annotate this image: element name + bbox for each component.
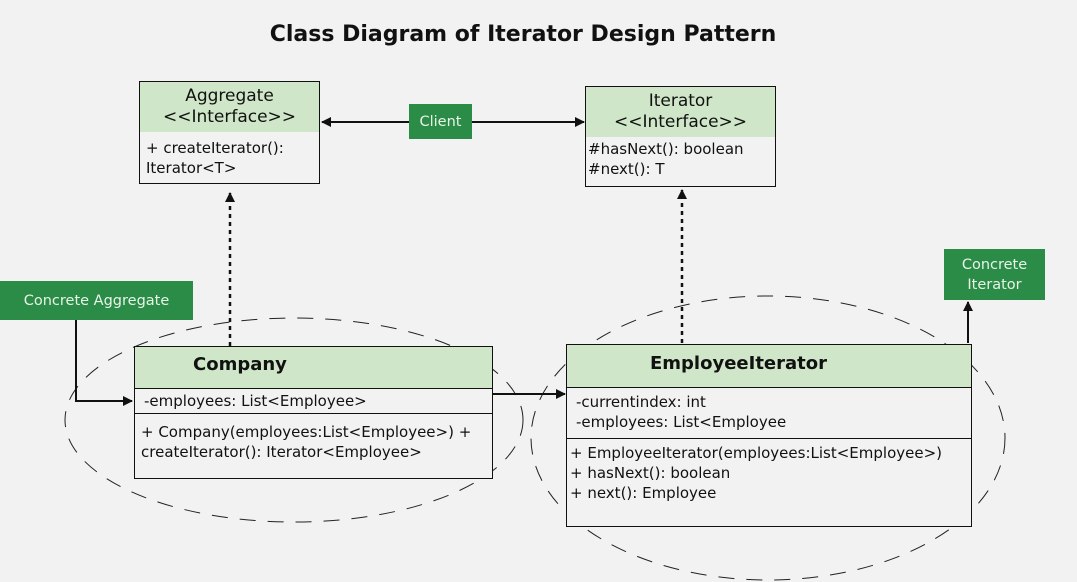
employeeiterator-method: + next(): Employee bbox=[570, 484, 717, 502]
concrete-aggregate-pointer bbox=[75, 320, 133, 406]
company-name: Company bbox=[193, 354, 287, 375]
aggregate-name: Aggregate bbox=[185, 86, 274, 106]
employeeiterator-attribute: -currentindex: int bbox=[576, 393, 706, 411]
company-method: + Company(employees:List<Employee>) + bbox=[141, 423, 472, 441]
employeeiterator-attribute: -employees: List<Employee bbox=[576, 413, 787, 431]
employeeiterator-method: + EmployeeIterator(employees:List<Employ… bbox=[570, 444, 943, 462]
iterator-header: Iterator <<Interface>> bbox=[586, 87, 775, 137]
company-group-ellipse bbox=[64, 317, 524, 523]
diagram-title: Class Diagram of Iterator Design Pattern bbox=[269, 22, 777, 47]
employeeiterator-class: EmployeeIterator -currentindex: int -emp… bbox=[566, 344, 972, 527]
company-header: Company bbox=[135, 347, 492, 389]
iterator-method: #next(): T bbox=[588, 160, 665, 178]
iterator-stereotype: <<Interface>> bbox=[613, 112, 748, 132]
aggregate-method: Iterator<T> bbox=[146, 159, 237, 177]
employeeiterator-method: + hasNext(): boolean bbox=[570, 464, 731, 482]
company-class: Company -employees: List<Employee> + Com… bbox=[134, 346, 493, 479]
aggregate-header: Aggregate <<Interface>> bbox=[140, 82, 319, 132]
concrete-iterator-label: Concrete Iterator bbox=[944, 249, 1045, 300]
aggregate-method: + createIterator(): bbox=[146, 139, 284, 157]
iterator-interface-class: Iterator <<Interface>> #hasNext(): boole… bbox=[585, 86, 776, 187]
aggregate-stereotype: <<Interface>> bbox=[162, 107, 297, 127]
iterator-group-ellipse bbox=[530, 295, 1006, 581]
employeeiterator-header: EmployeeIterator bbox=[567, 345, 971, 388]
concrete-iterator-line2: Iterator bbox=[967, 276, 1022, 293]
employeeiterator-name: EmployeeIterator bbox=[650, 353, 828, 374]
client-label: Client bbox=[409, 104, 472, 139]
concrete-iterator-line1: Concrete bbox=[961, 256, 1028, 273]
iterator-name: Iterator bbox=[648, 91, 713, 111]
concrete-aggregate-label: Concrete Aggregate bbox=[0, 281, 193, 320]
company-attribute: -employees: List<Employee> bbox=[144, 392, 367, 410]
iterator-method: #hasNext(): boolean bbox=[588, 140, 744, 158]
aggregate-interface-class: Aggregate <<Interface>> + createIterator… bbox=[139, 81, 320, 184]
company-method: createIterator(): Iterator<Employee> bbox=[141, 443, 422, 461]
